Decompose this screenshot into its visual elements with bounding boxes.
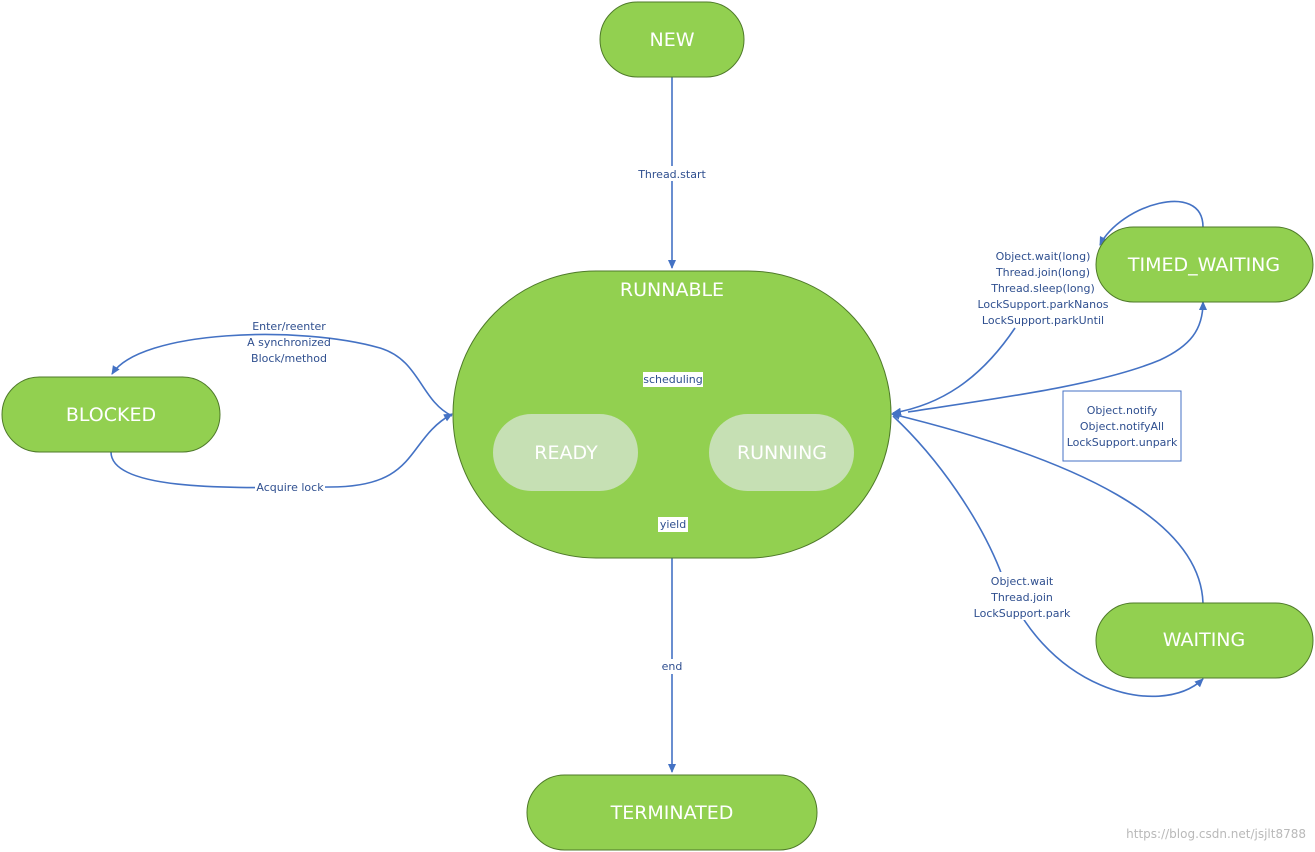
label-enter-block: Enter/reenter A synchronized Block/metho… xyxy=(247,320,331,365)
label-wait-line: LockSupport.park xyxy=(974,607,1071,620)
label-timed-wait-line: Object.wait(long) xyxy=(996,250,1091,263)
label-notify-line: LockSupport.unpark xyxy=(1067,436,1178,449)
label-enter-block-line: Block/method xyxy=(251,352,327,365)
arrow-runnable-to-timed-waiting xyxy=(907,301,1207,413)
label-yield: yield xyxy=(660,518,686,531)
state-terminated xyxy=(526,774,818,851)
label-end: end xyxy=(662,660,683,673)
label-timed-wait-line: Thread.sleep(long) xyxy=(990,282,1095,295)
label-acquire-lock: Acquire lock xyxy=(256,481,324,494)
state-new xyxy=(599,1,745,78)
label-wait-line: Thread.join xyxy=(990,591,1053,604)
label-wait: Object.wait Thread.join LockSupport.park xyxy=(972,572,1074,620)
arrow-timed-waiting-to-runnable xyxy=(892,327,1016,416)
state-timed-waiting xyxy=(1095,226,1314,303)
label-enter-block-line: A synchronized xyxy=(247,336,331,349)
state-blocked xyxy=(1,376,221,453)
label-timed-wait-line: LockSupport.parkNanos xyxy=(977,298,1108,311)
state-runnable xyxy=(452,270,892,559)
arrow-waiting-to-runnable xyxy=(891,412,1204,604)
label-notify-line: Object.notifyAll xyxy=(1080,420,1164,433)
state-ready-label: READY xyxy=(534,442,598,464)
label-enter-block-line: Enter/reenter xyxy=(252,320,326,333)
arrow-runnable-to-blocked xyxy=(111,333,453,417)
watermark: https://blog.csdn.net/jsjlt8788 xyxy=(1126,827,1306,841)
label-timed-wait: Object.wait(long) Thread.join(long) Thre… xyxy=(977,250,1108,327)
state-terminated-label: TERMINATED xyxy=(610,802,734,824)
state-running-label: RUNNING xyxy=(737,442,827,464)
label-timed-wait-line: Thread.join(long) xyxy=(995,266,1090,279)
state-running xyxy=(709,414,854,491)
label-thread-start: Thread.start xyxy=(637,168,706,181)
arrow-timed-waiting-loop xyxy=(1099,200,1204,246)
label-notify-line: Object.notify xyxy=(1087,404,1158,417)
state-ready xyxy=(493,414,638,491)
state-blocked-label: BLOCKED xyxy=(66,404,156,426)
state-waiting-label: WAITING xyxy=(1163,629,1246,651)
state-new-label: NEW xyxy=(649,29,694,51)
state-timed-waiting-label: TIMED_WAITING xyxy=(1127,254,1280,276)
state-runnable-label: RUNNABLE xyxy=(620,279,724,301)
label-wait-line: Object.wait xyxy=(991,575,1054,588)
label-timed-wait-line: LockSupport.parkUntil xyxy=(982,314,1104,327)
label-scheduling: scheduling xyxy=(643,373,703,386)
label-notify: Object.notify Object.notifyAll LockSuppo… xyxy=(1062,390,1182,462)
state-waiting xyxy=(1095,602,1314,679)
